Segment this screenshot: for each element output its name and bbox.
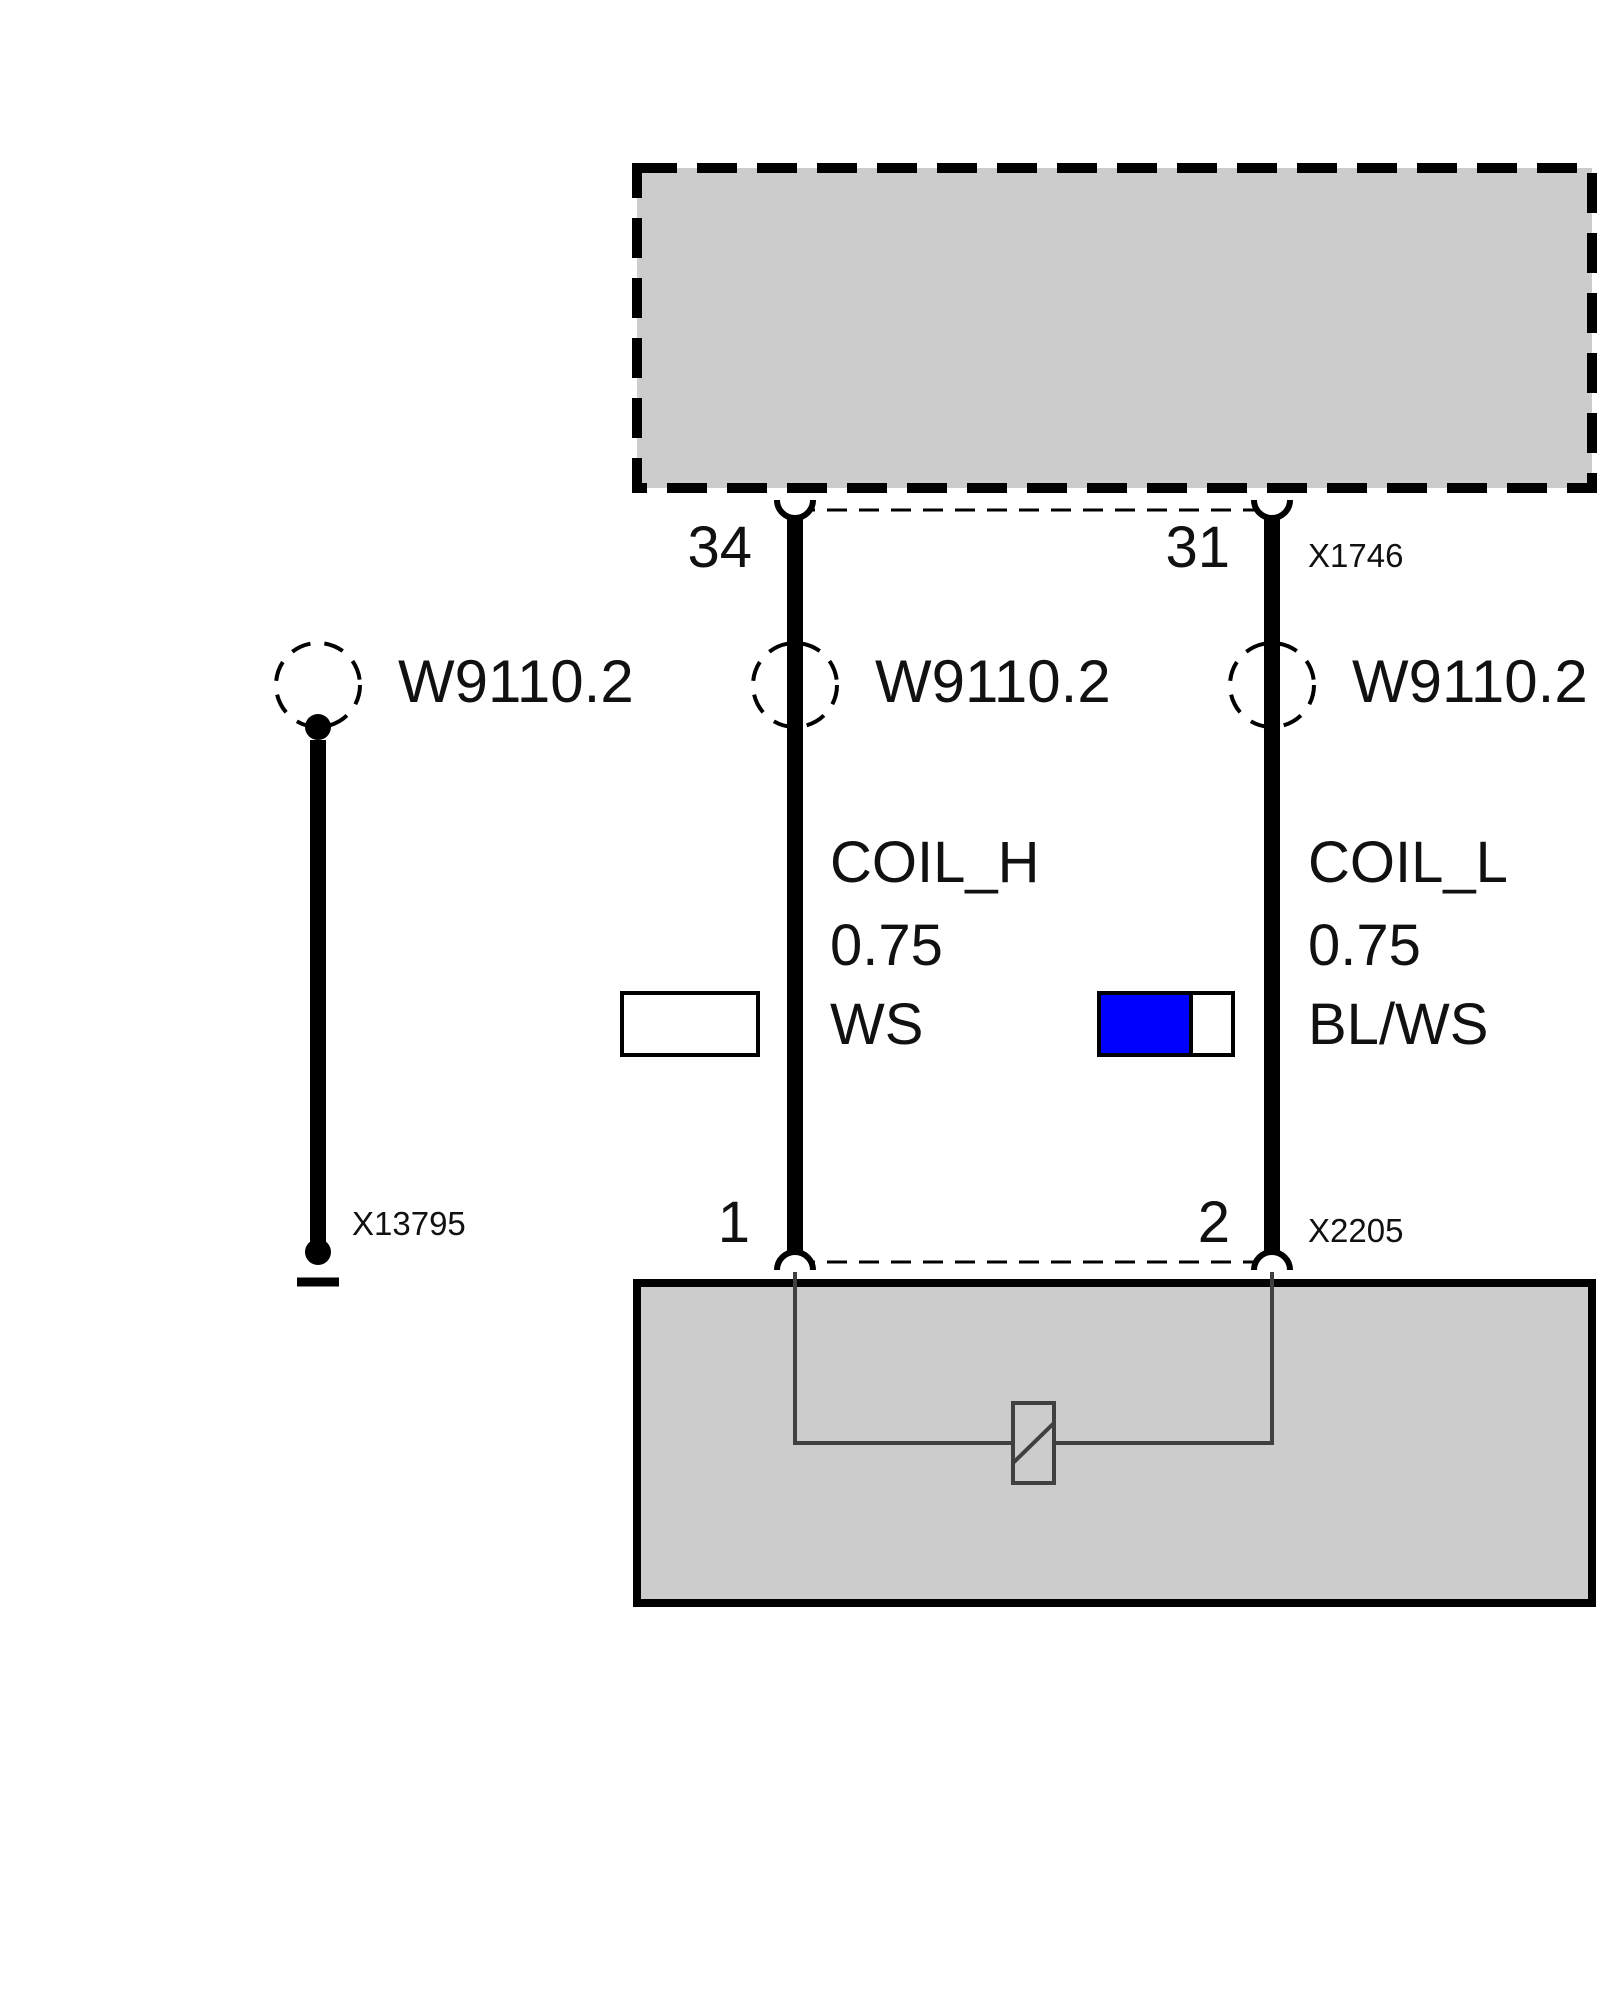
shield-circle-coil-h [751,641,839,729]
pin-terminal-bottom-right [1251,1249,1293,1271]
wire-coil-l-signal: COIL_L [1308,830,1508,895]
wire-coil-h-color: WS [830,992,923,1057]
shield-circle-coil-l [1228,641,1316,729]
shield-circle-ground [274,641,362,729]
coil-symbol-slash [1011,1421,1056,1465]
pin-1-label: 1 [718,1190,750,1255]
wire-coil-l-color-swatch-primary [1097,991,1193,1057]
connector-x2205-label: X2205 [1308,1212,1403,1249]
shield-label-coil-h: W9110.2 [875,648,1111,715]
pin-34-label: 34 [687,515,752,580]
shield-drain-dot-top [305,714,331,740]
shield-label-coil-l: W9110.2 [1352,648,1588,715]
connector-x1746-label: X1746 [1308,537,1403,574]
shield-drain-dot-bottom [305,1239,331,1265]
connector-x13795-label: X13795 [352,1205,466,1242]
coil-internal-wiring-right [1054,1272,1274,1445]
pin-terminal-top-right [1251,499,1293,521]
wire-coil-l-gauge: 0.75 [1308,913,1421,978]
wire-coil-h-gauge: 0.75 [830,913,943,978]
wire-coil-h-color-swatch [620,991,760,1057]
pin-31-label: 31 [1165,515,1230,580]
pin-terminal-top-left [774,499,816,521]
pin-2-label: 2 [1198,1190,1230,1255]
wire-coil-l-color-swatch-secondary [1189,991,1235,1057]
shield-label-ground: W9110.2 [398,648,634,715]
coil-internal-wiring [793,1272,1013,1445]
wire-coil-l-color: BL/WS [1308,992,1489,1057]
pin-terminal-bottom-left [774,1249,816,1271]
top-control-unit [632,163,1597,493]
wire-coil-h-signal: COIL_H [830,830,1040,895]
